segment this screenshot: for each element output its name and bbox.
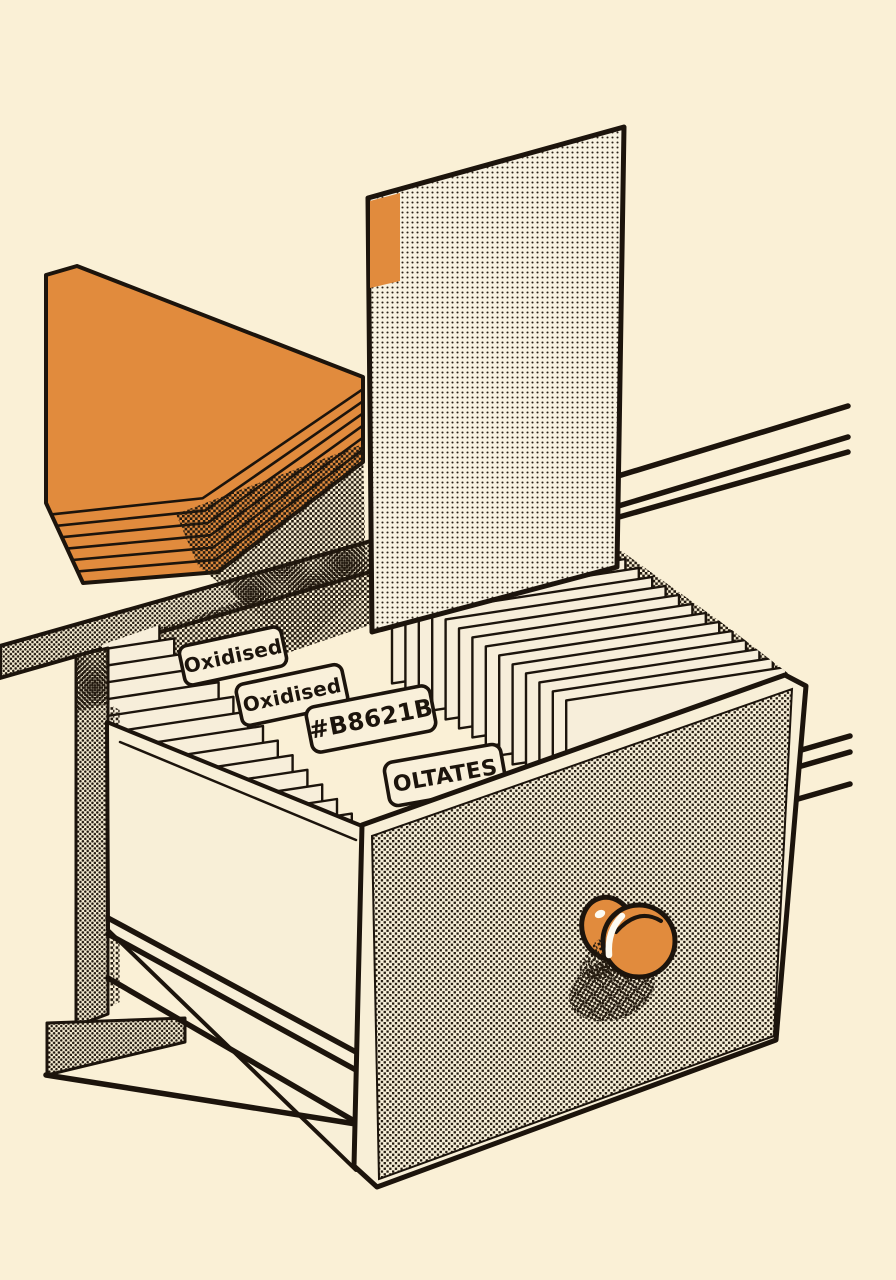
card-corner-patch [370,193,400,288]
file-tab-1[interactable]: Oxidised [177,625,289,687]
side-rail [795,733,853,754]
standing-file-card [365,124,627,635]
cabinet-foot-rail [45,1016,187,1077]
tab-body[interactable] [304,684,438,754]
file-tab-3[interactable]: #B8621B [304,684,438,754]
knob-highlight-crescent [605,912,626,959]
back-rail-line [602,434,851,513]
knob-sphere[interactable] [600,902,678,980]
back-rail-line [602,449,851,524]
knob-ring-highlight [594,909,606,919]
drawer-side-inner-edge [118,740,358,842]
drawer-knob[interactable] [561,892,678,1032]
slide-rail [105,931,359,1073]
back-rail-line [602,403,851,483]
cabinet-back-rails [602,403,851,524]
side-rail [795,749,853,770]
slide-rail [43,1072,359,1127]
slide-rail [105,975,359,1125]
file-tab-4[interactable]: OLTATES [382,742,508,808]
slide-rail [105,915,359,1055]
cabinet-frame [43,646,364,1172]
folder-tabs: Oxidised Oxidised #B8621B OLTATES [177,625,508,808]
drawer-slide-rails [43,915,359,1127]
stack-sheet-edge [49,387,365,516]
file-card [365,124,627,635]
leg-top-shadow [76,648,108,712]
tab-body[interactable] [177,625,289,687]
knob-top-arc [614,913,663,934]
side-rail [795,781,853,802]
cabinet-side-rails [795,733,853,802]
